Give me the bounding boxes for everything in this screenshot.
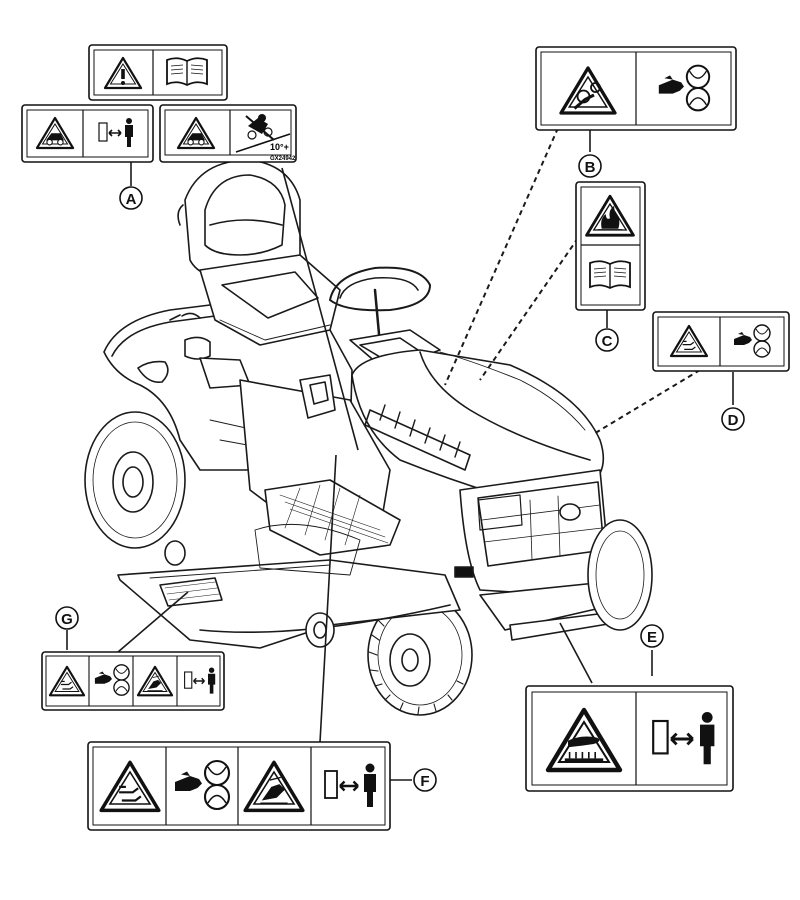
decal-g — [41, 651, 225, 711]
callout-c-label: C — [602, 333, 613, 350]
decal-a-rollover — [21, 104, 154, 163]
callout-d: D — [721, 407, 745, 431]
callout-b-label: B — [585, 159, 596, 176]
decal-a-group: 10°+ GX24942 — [21, 44, 297, 163]
seat — [177, 159, 341, 346]
rear-tire — [84, 411, 186, 549]
callout-b: B — [578, 154, 602, 178]
mower-deck — [117, 523, 461, 649]
decal-f — [87, 741, 391, 831]
decal-d — [652, 311, 790, 372]
front-tire-right — [587, 519, 653, 631]
part-number-label: GX24942 — [270, 156, 296, 162]
decal-a-slope: 10°+ GX24942 — [159, 104, 297, 163]
callout-markers: A B C D E F G — [55, 154, 745, 792]
leader-lines — [66, 130, 734, 781]
decal-a-read-manual — [88, 44, 228, 101]
hood — [351, 349, 609, 596]
decal-e — [525, 685, 734, 792]
callout-e: E — [640, 624, 664, 648]
callout-d-label: D — [728, 412, 739, 429]
callout-a: A — [119, 186, 143, 210]
callout-g: G — [55, 606, 79, 630]
slope-grade-label: 10°+ — [270, 142, 289, 152]
callout-f-label: F — [420, 773, 429, 790]
decal-c — [575, 181, 646, 311]
callout-e-label: E — [647, 629, 657, 646]
operator-manual-icon — [589, 260, 631, 289]
callout-f: F — [413, 768, 437, 792]
callout-a-label: A — [126, 191, 137, 208]
callout-c: C — [595, 328, 619, 352]
dashed-leader-lines — [444, 127, 701, 436]
callout-g-label: G — [61, 611, 73, 628]
slope-hazard-icon: 10°+ — [235, 114, 291, 153]
decal-b — [535, 46, 737, 131]
operator-manual-icon — [166, 57, 208, 86]
lawn-tractor-illustration — [84, 159, 653, 716]
